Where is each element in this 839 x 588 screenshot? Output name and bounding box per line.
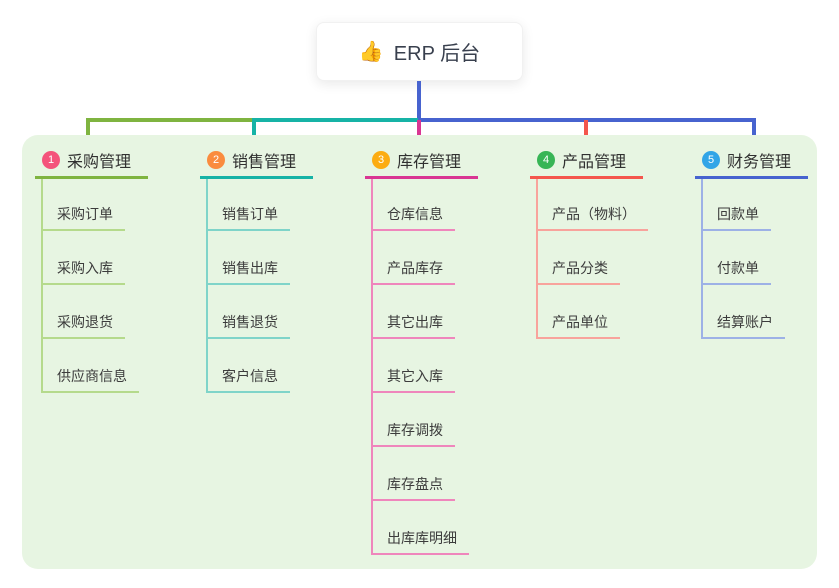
- connector-drop-green: [86, 118, 90, 144]
- branch-4: 4 产品管理 产品（物料） 产品分类 产品单位: [530, 143, 695, 339]
- branch-title: 产品管理: [562, 153, 627, 171]
- child-row: 结算账户: [701, 285, 839, 339]
- child-node[interactable]: 库存调拨: [371, 420, 455, 447]
- child-row: 库存盘点: [371, 447, 530, 501]
- branch-number-badge: 2: [207, 150, 225, 169]
- child-node[interactable]: 仓库信息: [371, 204, 455, 231]
- branch-number-badge: 3: [372, 150, 390, 169]
- child-node[interactable]: 销售退货: [206, 312, 290, 339]
- connector-drop-blue: [752, 118, 756, 144]
- branches-panel: [22, 135, 817, 569]
- branch-children: 仓库信息 产品库存 其它出库 其它入库 库存调拨 库存盘点 出库库明细: [371, 179, 530, 555]
- child-node[interactable]: 付款单: [701, 258, 771, 285]
- child-row: 销售订单: [206, 179, 365, 231]
- branch-title: 销售管理: [232, 153, 297, 171]
- child-node[interactable]: 其它入库: [371, 366, 455, 393]
- child-row: 回款单: [701, 179, 839, 231]
- child-row: 其它入库: [371, 339, 530, 393]
- child-row: 出库库明细: [371, 501, 530, 555]
- child-row: 其它出库: [371, 285, 530, 339]
- thumbs-up-icon: 👍: [358, 40, 384, 63]
- branch-2: 2 销售管理 销售订单 销售出库 销售退货 客户信息: [200, 143, 365, 393]
- child-row: 产品库存: [371, 231, 530, 285]
- child-node[interactable]: 采购退货: [41, 312, 125, 339]
- connector-drop-teal: [252, 118, 256, 144]
- child-node[interactable]: 回款单: [701, 204, 771, 231]
- child-row: 采购退货: [41, 285, 200, 339]
- child-row: 产品单位: [536, 285, 695, 339]
- child-node[interactable]: 产品（物料）: [536, 204, 648, 231]
- branch-header-node[interactable]: 4 产品管理: [530, 143, 643, 179]
- branch-header-node[interactable]: 5 财务管理: [695, 143, 808, 179]
- child-node[interactable]: 产品库存: [371, 258, 455, 285]
- branch-1: 1 采购管理 采购订单 采购入库 采购退货 供应商信息: [35, 143, 200, 393]
- connector-drop-red: [584, 120, 588, 144]
- branch-header-node[interactable]: 2 销售管理: [200, 143, 313, 179]
- child-node[interactable]: 采购订单: [41, 204, 125, 231]
- child-node[interactable]: 销售订单: [206, 204, 290, 231]
- child-node[interactable]: 结算账户: [701, 312, 785, 339]
- child-node[interactable]: 销售出库: [206, 258, 290, 285]
- child-node[interactable]: 其它出库: [371, 312, 455, 339]
- connector-root-drop: [417, 81, 421, 122]
- branch-children: 产品（物料） 产品分类 产品单位: [536, 179, 695, 339]
- child-row: 产品（物料）: [536, 179, 695, 231]
- child-row: 销售退货: [206, 285, 365, 339]
- branch-5: 5 财务管理 回款单 付款单 结算账户: [695, 143, 839, 339]
- branch-title: 采购管理: [67, 153, 132, 171]
- child-row: 库存调拨: [371, 393, 530, 447]
- child-node[interactable]: 产品分类: [536, 258, 620, 285]
- child-node[interactable]: 出库库明细: [371, 528, 469, 555]
- branch-number-badge: 1: [42, 150, 60, 169]
- child-row: 付款单: [701, 231, 839, 285]
- branch-title: 库存管理: [397, 153, 462, 171]
- branch-title: 财务管理: [727, 153, 792, 171]
- child-row: 仓库信息: [371, 179, 530, 231]
- child-row: 采购入库: [41, 231, 200, 285]
- child-node[interactable]: 产品单位: [536, 312, 620, 339]
- child-row: 采购订单: [41, 179, 200, 231]
- child-node[interactable]: 库存盘点: [371, 474, 455, 501]
- child-row: 销售出库: [206, 231, 365, 285]
- branch-number-badge: 4: [537, 150, 555, 169]
- child-row: 产品分类: [536, 231, 695, 285]
- root-node-erp[interactable]: 👍 ERP 后台: [316, 22, 523, 81]
- branch-children: 销售订单 销售出库 销售退货 客户信息: [206, 179, 365, 393]
- connector-drop-magenta: [417, 120, 421, 144]
- child-node[interactable]: 客户信息: [206, 366, 290, 393]
- connector-rail-green: [86, 118, 254, 122]
- child-row: 客户信息: [206, 339, 365, 393]
- branch-3: 3 库存管理 仓库信息 产品库存 其它出库 其它入库 库存调拨 库存盘点 出库库…: [365, 143, 530, 555]
- root-node-label: ERP 后台: [393, 43, 481, 65]
- branch-children: 采购订单 采购入库 采购退货 供应商信息: [41, 179, 200, 393]
- child-node[interactable]: 采购入库: [41, 258, 125, 285]
- connector-rail-teal: [252, 118, 420, 122]
- branch-header-node[interactable]: 1 采购管理: [35, 143, 148, 179]
- child-node[interactable]: 供应商信息: [41, 366, 139, 393]
- child-row: 供应商信息: [41, 339, 200, 393]
- branch-header-node[interactable]: 3 库存管理: [365, 143, 478, 179]
- branch-number-badge: 5: [702, 150, 720, 169]
- branch-children: 回款单 付款单 结算账户: [701, 179, 839, 339]
